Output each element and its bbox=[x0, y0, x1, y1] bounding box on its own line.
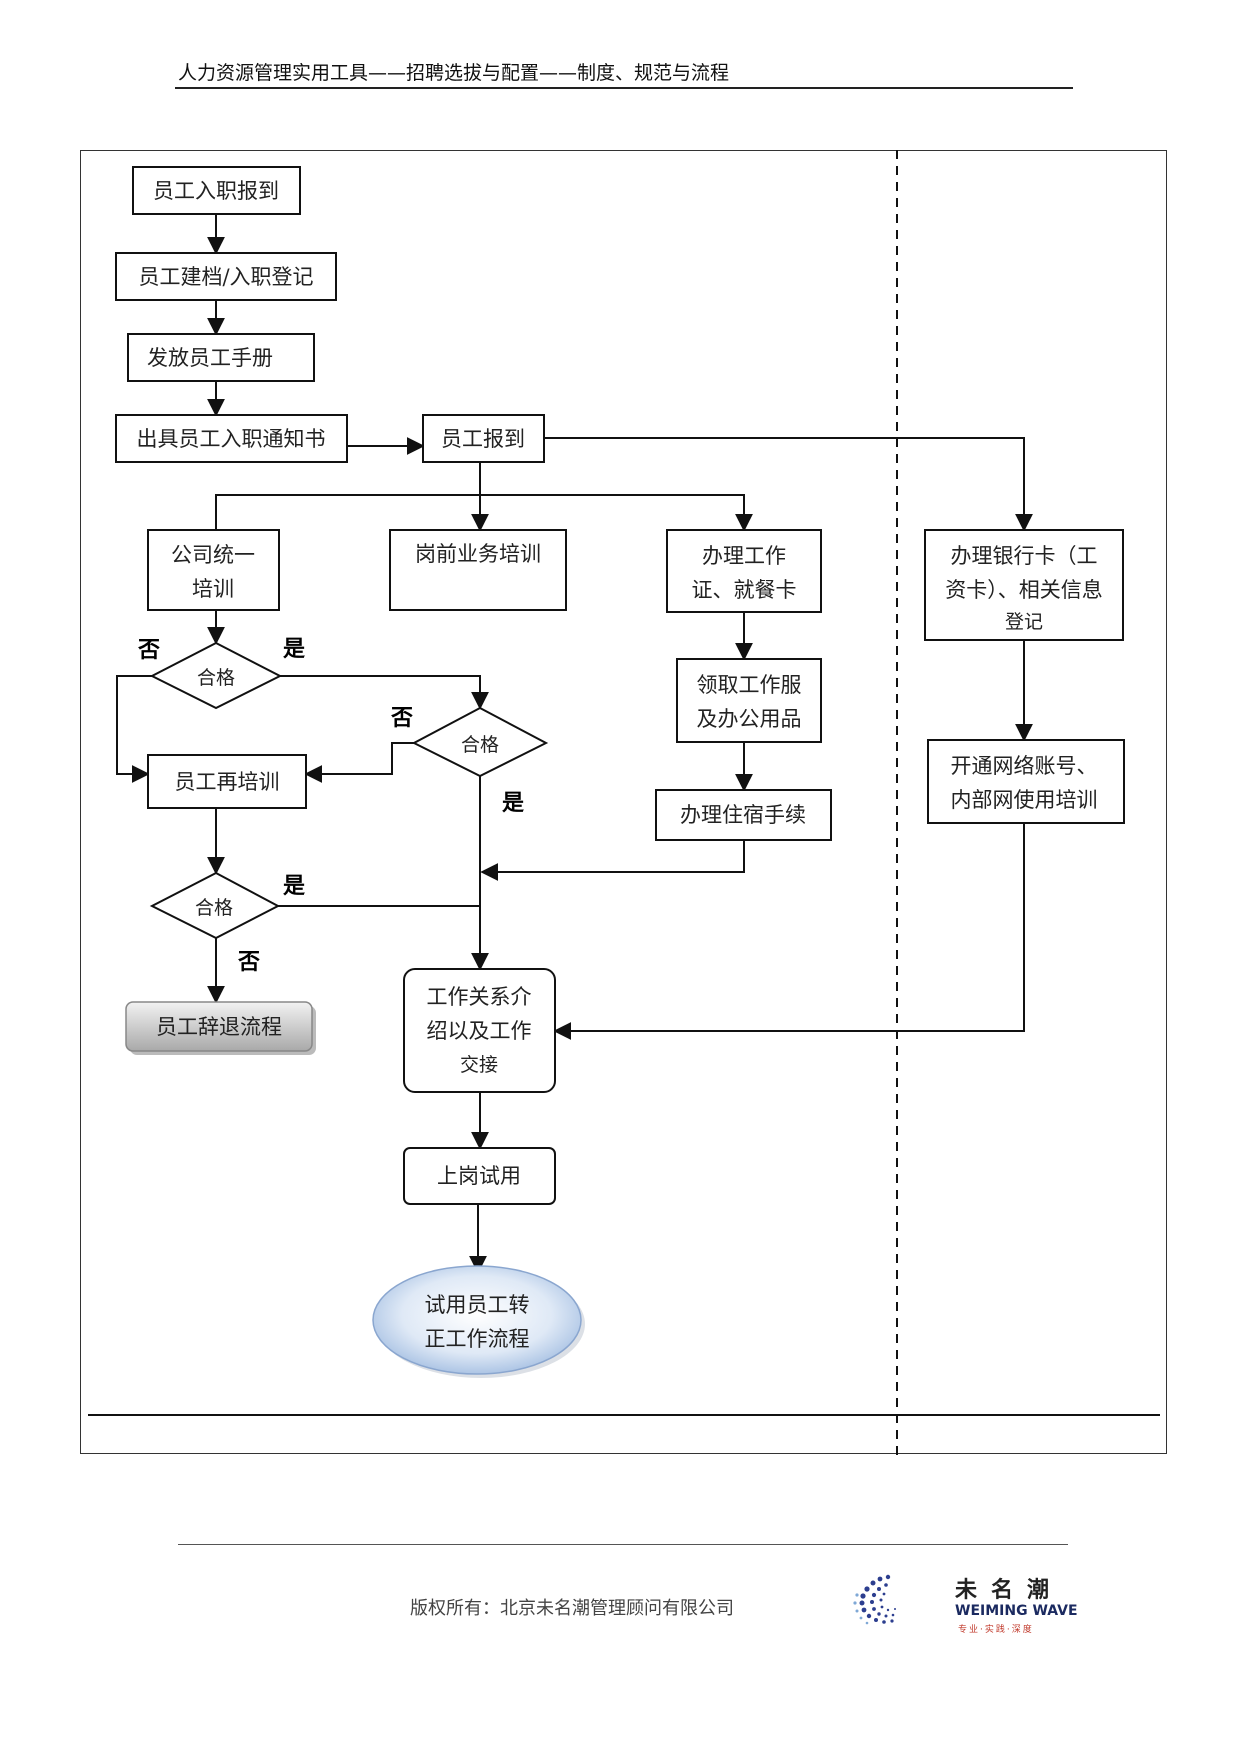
decision-pass-3: 合格 bbox=[149, 871, 281, 940]
logo-chinese-name: 未名潮 bbox=[955, 1578, 1064, 1603]
footer-divider bbox=[178, 1544, 1068, 1545]
node-handover-line1: 工作关系介 bbox=[427, 985, 532, 1009]
node-uniform-line1: 领取工作服 bbox=[697, 673, 802, 697]
footer-copyright: 版权所有：北京未名潮管理顾问有限公司 bbox=[410, 1598, 734, 1619]
node-work-card-line2: 证、就餐卡 bbox=[692, 578, 797, 602]
label-yes-2: 是 bbox=[502, 791, 524, 816]
node-report: 员工报到 bbox=[422, 414, 545, 463]
node-start: 员工入职报到 bbox=[132, 166, 301, 215]
flowchart-frame bbox=[80, 150, 1167, 1454]
node-report-label: 员工报到 bbox=[441, 427, 525, 451]
node-uniform-line2: 及办公用品 bbox=[697, 707, 802, 731]
node-work-card: 办理工作 证、就餐卡 bbox=[666, 529, 822, 613]
node-start-label: 员工入职报到 bbox=[153, 179, 279, 203]
node-notice: 出具员工入职通知书 bbox=[115, 414, 348, 463]
node-regularize-line2: 正工作流程 bbox=[425, 1327, 530, 1351]
label-no-3: 否 bbox=[237, 950, 260, 975]
node-archive-label: 员工建档/入职登记 bbox=[138, 265, 313, 289]
node-handover: 工作关系介 绍以及工作 交接 bbox=[403, 968, 556, 1093]
node-post-training: 岗前业务培训 bbox=[389, 529, 567, 611]
node-bank-card-line2: 资卡）、相关信息 bbox=[945, 578, 1103, 602]
page-header-title: 人力资源管理实用工具——招聘选拔与配置——制度、规范与流程 bbox=[178, 62, 730, 84]
header-divider bbox=[175, 87, 1073, 89]
logo-english-name: WEIMING WAVE bbox=[955, 1603, 1078, 1619]
decision-pass-1-label: 合格 bbox=[197, 667, 235, 689]
label-no-1: 否 bbox=[137, 638, 160, 663]
node-handbook-label: 发放员工手册 bbox=[147, 346, 273, 370]
node-dismiss-label: 员工辞退流程 bbox=[156, 1015, 282, 1039]
node-network-line1: 开通网络账号、 bbox=[951, 754, 1098, 778]
node-dorm-label: 办理住宿手续 bbox=[680, 803, 806, 827]
node-retrain: 员工再培训 bbox=[147, 754, 307, 809]
node-network-line2: 内部网使用培训 bbox=[951, 788, 1098, 812]
logo-tagline: 专业·实践·深度 bbox=[958, 1625, 1034, 1635]
decision-pass-1: 合格 bbox=[149, 641, 283, 710]
decision-pass-3-label: 合格 bbox=[195, 897, 233, 919]
node-handover-line3: 交接 bbox=[460, 1054, 498, 1076]
node-archive: 员工建档/入职登记 bbox=[115, 252, 337, 301]
node-regularize: 试用员工转 正工作流程 bbox=[372, 1265, 585, 1378]
node-handbook: 发放员工手册 bbox=[127, 333, 315, 382]
node-handover-line2: 绍以及工作 bbox=[427, 1019, 532, 1043]
label-yes-3: 是 bbox=[283, 874, 305, 899]
node-retrain-label: 员工再培训 bbox=[175, 770, 280, 794]
node-company-training: 公司统一 培训 bbox=[147, 529, 280, 611]
node-dorm: 办理住宿手续 bbox=[655, 789, 832, 841]
node-company-training-line2: 培训 bbox=[192, 577, 234, 601]
node-work-card-line1: 办理工作 bbox=[702, 544, 786, 568]
node-bank-card-line3: 登记 bbox=[1005, 611, 1043, 633]
node-bank-card-line1: 办理银行卡（工 bbox=[951, 544, 1098, 568]
node-uniform: 领取工作服 及办公用品 bbox=[676, 658, 822, 743]
node-bank-card: 办理银行卡（工 资卡）、相关信息 登记 bbox=[924, 529, 1124, 641]
wave-logo-icon bbox=[853, 1574, 896, 1625]
node-dismiss: 员工辞退流程 bbox=[125, 1001, 316, 1055]
connectors bbox=[116, 214, 1033, 1274]
node-probation: 上岗试用 bbox=[403, 1147, 556, 1205]
node-post-training-label: 岗前业务培训 bbox=[415, 542, 541, 566]
label-yes-1: 是 bbox=[283, 637, 305, 662]
node-network: 开通网络账号、 内部网使用培训 bbox=[927, 739, 1125, 824]
decision-pass-2-label: 合格 bbox=[461, 734, 499, 756]
label-no-2: 否 bbox=[390, 706, 413, 731]
node-company-training-line1: 公司统一 bbox=[171, 543, 255, 567]
decision-pass-2: 合格 bbox=[411, 706, 549, 778]
node-probation-label: 上岗试用 bbox=[437, 1164, 521, 1188]
node-regularize-line1: 试用员工转 bbox=[425, 1293, 530, 1317]
node-notice-label: 出具员工入职通知书 bbox=[137, 427, 326, 451]
